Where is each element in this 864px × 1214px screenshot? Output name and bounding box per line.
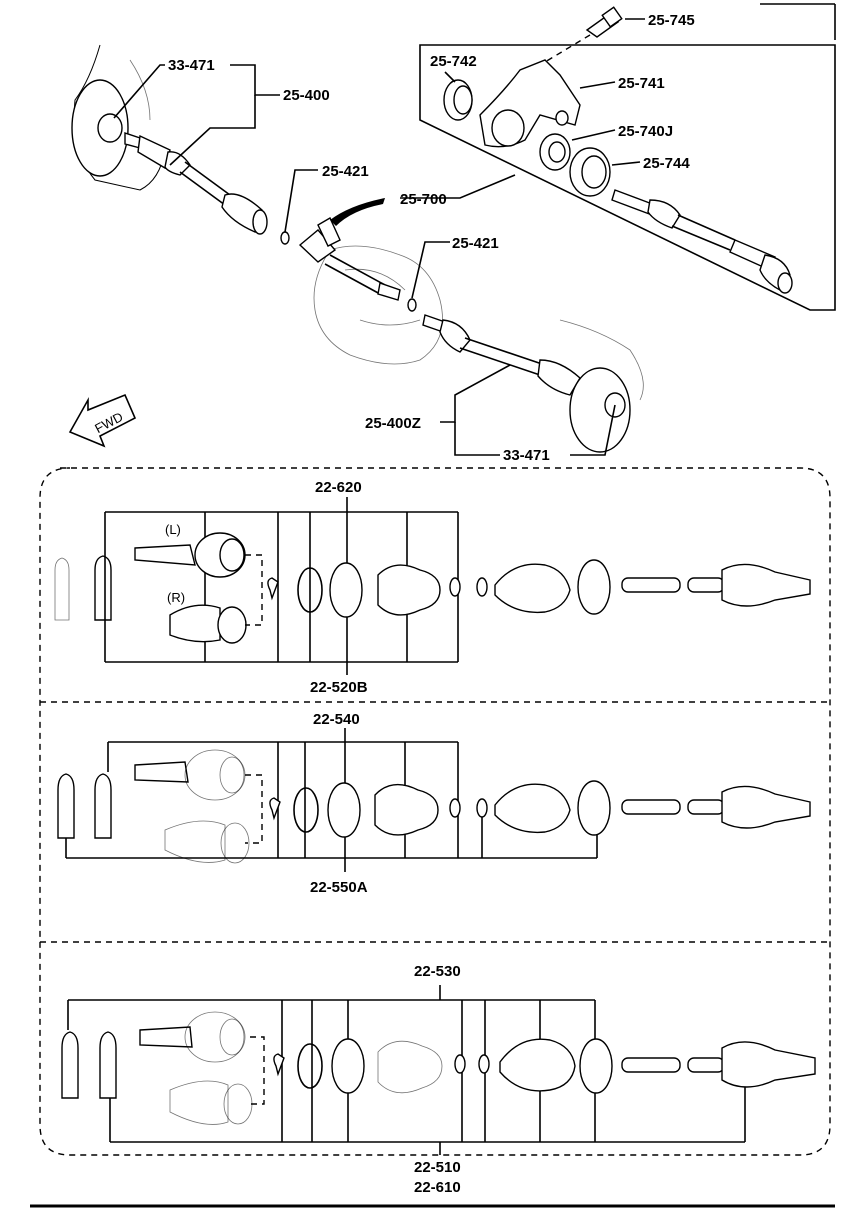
- leader-33-471-top: [113, 64, 165, 119]
- circlip-b: [407, 298, 417, 312]
- label-25-421-b: 25-421: [452, 235, 499, 252]
- kit-3-bottom-label-2: 22-610: [414, 1179, 461, 1196]
- bolt-25-745: [539, 6, 645, 66]
- kit-2: 22-540 22-550A: [57, 711, 811, 896]
- bearing-25-740j: [539, 129, 616, 171]
- leader-bracket-25-400: [230, 64, 280, 96]
- kit-1-variant-right: (R): [167, 590, 185, 605]
- label-25-744: 25-744: [643, 155, 690, 172]
- leader-25-421-b: [411, 241, 450, 299]
- bearing-assembly-box: [419, 44, 836, 311]
- kit-3-top-label: 22-530: [414, 963, 461, 980]
- leader-25-700: [400, 174, 516, 199]
- leader-25-400z: [440, 364, 511, 423]
- label-25-742: 25-742: [430, 53, 477, 70]
- fwd-arrow: FWD: [68, 393, 137, 448]
- label-25-741: 25-741: [618, 75, 665, 92]
- label-25-421-a: 25-421: [322, 163, 369, 180]
- kit-3: 22-530 22-510 22-610: [61, 963, 816, 1196]
- label-25-400z: 25-400Z: [365, 415, 421, 432]
- kit-1: (L) (R) 22-620 22-520B: [54, 479, 811, 696]
- seal-25-744: [569, 147, 641, 197]
- right-hub: [559, 319, 644, 453]
- intermediate-shaft: [298, 217, 401, 301]
- circlip-a: [280, 231, 290, 245]
- right-driveshaft: [422, 314, 581, 396]
- leader-bracket-25-400z: [454, 422, 500, 456]
- kit-frame: [39, 467, 831, 1156]
- top-exploded-view: FWD: [68, 6, 836, 464]
- kit-1-variant-left: (L): [165, 522, 181, 537]
- kit-1-top-label: 22-620: [315, 479, 362, 496]
- seal-25-742: [443, 71, 473, 121]
- leader-25-400: [169, 95, 256, 166]
- bracket-25-741: [479, 59, 616, 148]
- left-driveshaft: [124, 132, 268, 235]
- kit-2-top-label: 22-540: [313, 711, 360, 728]
- label-33-471-bot: 33-471: [503, 447, 550, 464]
- transmission-housing: [313, 245, 443, 365]
- leader-33-471-bot: [570, 404, 616, 456]
- label-25-745: 25-745: [648, 12, 695, 29]
- leader-25-421-a: [284, 169, 318, 233]
- kit-3-bottom-label-1: 22-510: [414, 1159, 461, 1176]
- label-25-400: 25-400: [283, 87, 330, 104]
- box-shaft: [611, 189, 793, 294]
- left-hub: [71, 44, 166, 191]
- kit-2-bottom-label: 22-550A: [310, 879, 368, 896]
- label-25-740j: 25-740J: [618, 123, 673, 140]
- label-33-471-top: 33-471: [168, 57, 215, 74]
- label-25-700: 25-700: [400, 191, 447, 208]
- pointer-arrow: [330, 198, 385, 226]
- kit-1-bottom-label: 22-520B: [310, 679, 368, 696]
